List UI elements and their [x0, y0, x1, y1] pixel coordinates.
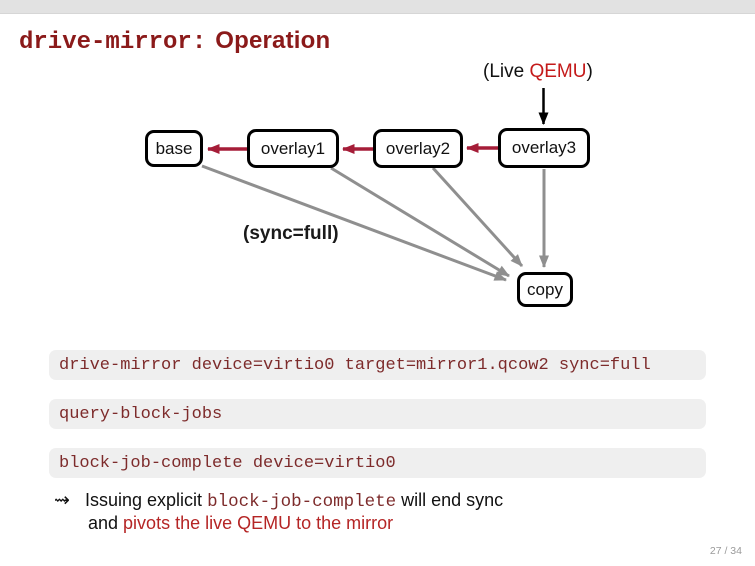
squiggle-arrow-icon: ⇝ [54, 489, 70, 511]
code-block-block-job-complete: block-job-complete device=virtio0 [49, 448, 706, 478]
bullet-note-line1: Issuing explicit block-job-complete will… [85, 490, 503, 512]
sync-full-label: (sync=full) [243, 223, 339, 244]
node-overlay1-label: overlay1 [260, 138, 326, 158]
code-text-query-block-jobs: query-block-jobs [59, 404, 223, 424]
bullet-line2-alert: pivots the live QEMU to the mirror [123, 513, 394, 533]
code-text-block-job-complete: block-job-complete device=virtio0 [59, 453, 396, 473]
node-overlay2-label: overlay2 [385, 138, 451, 158]
slide-title: drive-mirror: Operation [19, 19, 330, 56]
code-block-drive-mirror: drive-mirror device=virtio0 target=mirro… [49, 350, 706, 380]
node-overlay2: overlay2 [373, 129, 463, 168]
bullet-note-line2: and pivots the live QEMU to the mirror [88, 513, 393, 534]
live-qemu-prefix: (Live [483, 61, 530, 82]
code-block-query-block-jobs: query-block-jobs [49, 399, 706, 429]
node-copy: copy [517, 272, 573, 307]
slide-title-command: drive-mirror: [19, 29, 207, 56]
live-qemu-label: (Live QEMU) [483, 61, 593, 83]
bullet-line1-pre: Issuing explicit [85, 490, 208, 510]
bullet-line2-pre: and [88, 513, 124, 533]
node-base-label: base [155, 138, 193, 158]
slide-title-text: Operation [215, 27, 331, 54]
node-overlay1: overlay1 [247, 129, 339, 168]
node-base: base [145, 130, 203, 167]
live-qemu-suffix: ) [586, 61, 593, 82]
arrow-overlay2-to-copy [431, 166, 524, 268]
page-number: 27 / 34 [709, 545, 742, 557]
top-bar [0, 0, 755, 14]
bullet-line1-post: will end sync [396, 490, 504, 510]
live-qemu-highlight: QEMU [529, 61, 587, 82]
node-overlay3-label: overlay3 [511, 138, 577, 157]
code-text-drive-mirror: drive-mirror device=virtio0 target=mirro… [59, 355, 651, 375]
bullet-line1-inline-code: block-job-complete [207, 492, 397, 512]
node-copy-label: copy [527, 279, 563, 299]
node-overlay3: overlay3 [498, 128, 590, 168]
arrow-overlay1-to-copy [330, 166, 510, 278]
